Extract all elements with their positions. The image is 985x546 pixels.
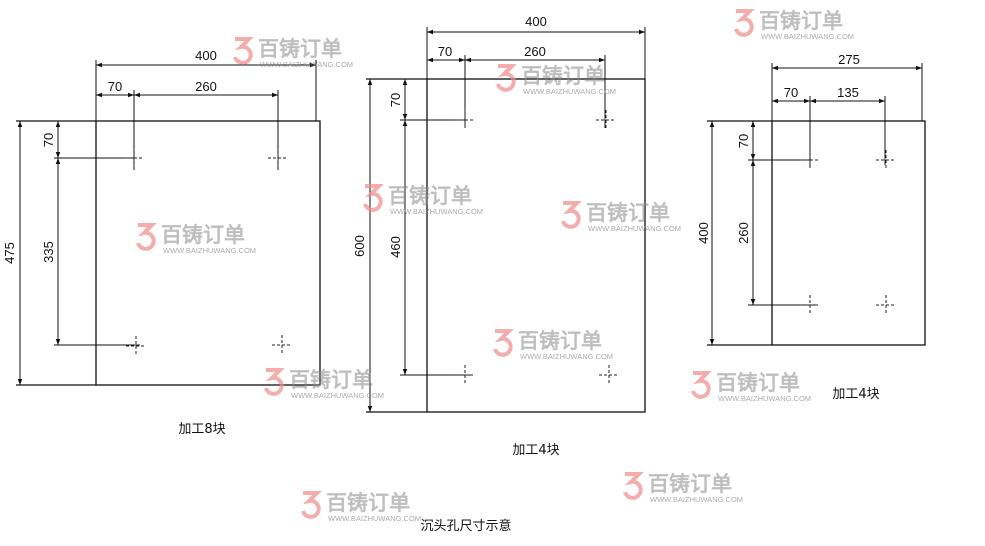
watermark-brand: 百铸订单	[716, 371, 800, 395]
watermarks: 百铸订单WWW.BAIZHUWANG.COM百铸订单WWW.BAIZHUWANG…	[136, 9, 854, 523]
watermark-brand: 百铸订单	[326, 491, 410, 515]
hole-marks	[455, 110, 619, 385]
hole-marks	[800, 150, 896, 315]
watermark-url: WWW.BAIZHUWANG.COM	[291, 391, 384, 400]
dim-height: 600	[352, 235, 367, 257]
dim-hole-spacing-y: 460	[388, 236, 403, 258]
dim-height: 475	[2, 242, 17, 264]
watermark-logo-icon	[301, 491, 322, 519]
watermark-url: WWW.BAIZHUWANG.COM	[650, 495, 743, 504]
hole-marks	[124, 148, 292, 356]
watermark-logo-icon	[136, 223, 157, 251]
dim-height: 400	[696, 222, 711, 244]
dim-hole-offset-y: 70	[736, 134, 751, 148]
dim-width: 275	[838, 52, 860, 67]
watermark-brand: 百铸订单	[759, 9, 843, 33]
plate-outline	[95, 120, 321, 386]
quantity-label: 加工4块	[832, 387, 879, 402]
dim-hole-spacing-y: 335	[41, 241, 56, 263]
dim-hole-offset-x: 70	[108, 79, 122, 94]
watermark-brand: 百铸订单	[648, 472, 732, 496]
watermark-logo-icon	[493, 329, 514, 357]
watermark-url: WWW.BAIZHUWANG.COM	[523, 87, 616, 96]
plate-drawing-2: 400 70 260 600 70 460 加工4块	[352, 14, 646, 458]
watermark-url: WWW.BAIZHUWANG.COM	[390, 207, 483, 216]
dim-hole-offset-x: 70	[784, 85, 798, 100]
plate-outline	[426, 78, 646, 413]
dim-width: 400	[525, 14, 547, 29]
plate-drawing-3: 275 70 135 400 70 260 加工4块	[696, 52, 926, 402]
watermark-brand: 百铸订单	[258, 37, 342, 61]
watermark-brand: 百铸订单	[161, 223, 245, 247]
watermark-url: WWW.BAIZHUWANG.COM	[163, 246, 256, 255]
watermark-url: WWW.BAIZHUWANG.COM	[328, 514, 421, 523]
dim-hole-spacing-x: 260	[524, 44, 546, 59]
plate-drawing-1: 400 70 260 475 70 335 加工8块	[2, 48, 321, 437]
watermark-brand: 百铸订单	[586, 201, 670, 225]
watermark-url: WWW.BAIZHUWANG.COM	[520, 352, 613, 361]
watermark-url: WWW.BAIZHUWANG.COM	[761, 32, 854, 41]
dim-hole-spacing-x: 135	[837, 85, 859, 100]
dim-hole-offset-y: 70	[41, 133, 56, 147]
watermark-logo-icon	[233, 37, 254, 65]
dim-width: 400	[195, 48, 217, 63]
watermark-brand: 百铸订单	[289, 368, 373, 392]
watermark-logo-icon	[496, 64, 517, 92]
watermark-url: WWW.BAIZHUWANG.COM	[588, 224, 681, 233]
dim-hole-spacing-y: 260	[736, 222, 751, 244]
watermark-url: WWW.BAIZHUWANG.COM	[718, 394, 811, 403]
watermark-logo-icon	[264, 368, 285, 396]
watermark-url: WWW.BAIZHUWANG.COM	[260, 60, 353, 69]
plate-outline	[771, 120, 926, 346]
dim-hole-spacing-x: 260	[195, 79, 217, 94]
quantity-label: 加工4块	[512, 443, 559, 458]
watermark-logo-icon	[561, 201, 582, 229]
watermark-logo-icon	[734, 9, 755, 37]
watermark-logo-icon	[363, 184, 384, 212]
watermark-brand: 百铸订单	[521, 64, 605, 88]
watermark-brand: 百铸订单	[388, 184, 472, 208]
quantity-label: 加工8块	[178, 422, 225, 437]
watermark-logo-icon	[691, 371, 712, 399]
dim-hole-offset-y: 70	[388, 93, 403, 107]
dim-hole-offset-x: 70	[438, 44, 452, 59]
watermark-logo-icon	[623, 472, 644, 500]
watermark-brand: 百铸订单	[518, 329, 602, 353]
drawing-caption: 沉头孔尺寸示意	[420, 518, 511, 534]
